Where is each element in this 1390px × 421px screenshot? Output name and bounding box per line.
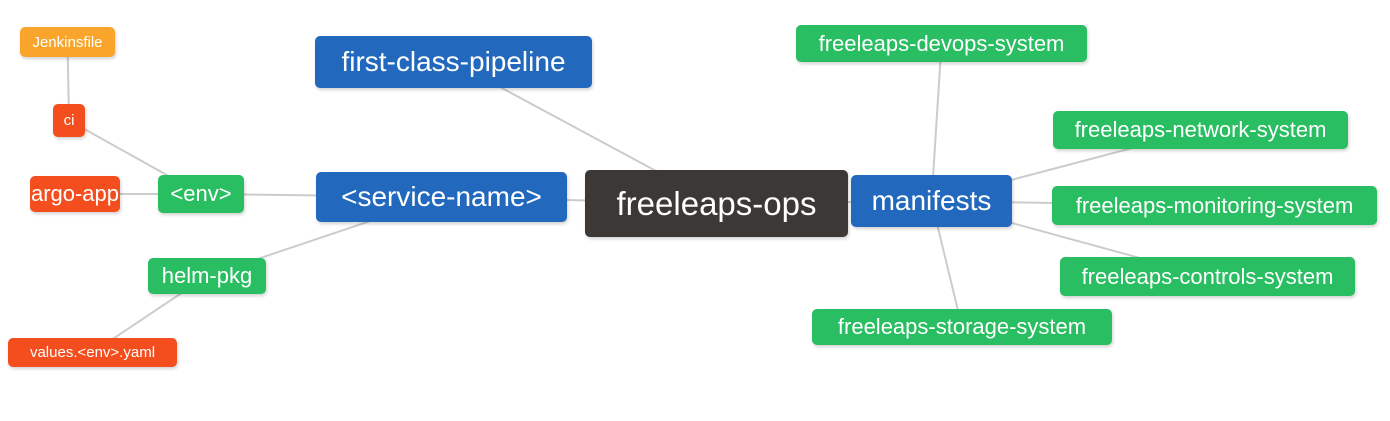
- node-jenkinsfile[interactable]: Jenkinsfile: [20, 27, 115, 57]
- node-label: helm-pkg: [161, 263, 253, 288]
- node-freeleaps-ops[interactable]: freeleaps-ops: [585, 170, 848, 237]
- node-ci[interactable]: ci: [53, 104, 85, 137]
- node-label: freeleaps-ops: [616, 184, 817, 222]
- node-freeleaps-storage-system[interactable]: freeleaps-storage-system: [812, 309, 1112, 345]
- node-argo-app[interactable]: argo-app: [30, 176, 120, 212]
- node-freeleaps-controls-system[interactable]: freeleaps-controls-system: [1060, 257, 1355, 296]
- node-label: ci: [63, 112, 75, 129]
- node-label: first-class-pipeline: [341, 46, 566, 77]
- node-freeleaps-devops-system[interactable]: freeleaps-devops-system: [796, 25, 1087, 62]
- node-label: <env>: [170, 181, 232, 206]
- node-env[interactable]: <env>: [158, 175, 244, 213]
- node-values-env-yaml[interactable]: values.<env>.yaml: [8, 338, 177, 367]
- node-first-class-pipeline[interactable]: first-class-pipeline: [315, 36, 592, 88]
- node-freeleaps-monitoring-system[interactable]: freeleaps-monitoring-system: [1052, 186, 1377, 225]
- node-manifests[interactable]: manifests: [851, 175, 1012, 227]
- node-helm-pkg[interactable]: helm-pkg: [148, 258, 266, 294]
- node-label: freeleaps-controls-system: [1081, 263, 1334, 289]
- node-label: Jenkinsfile: [32, 33, 103, 51]
- node-label: <service-name>: [341, 181, 542, 212]
- node-label: values.<env>.yaml: [29, 344, 156, 361]
- node-label: freeleaps-network-system: [1074, 117, 1327, 142]
- node-label: freeleaps-monitoring-system: [1075, 192, 1354, 218]
- node-label: manifests: [871, 185, 992, 216]
- edge-manifests--freeleaps-devops-system: [930, 43, 943, 202]
- node-label: argo-app: [30, 181, 120, 206]
- node-freeleaps-network-system[interactable]: freeleaps-network-system: [1053, 111, 1348, 149]
- node-service-name[interactable]: <service-name>: [316, 172, 567, 222]
- node-label: freeleaps-devops-system: [818, 30, 1065, 56]
- node-label: freeleaps-storage-system: [837, 314, 1087, 339]
